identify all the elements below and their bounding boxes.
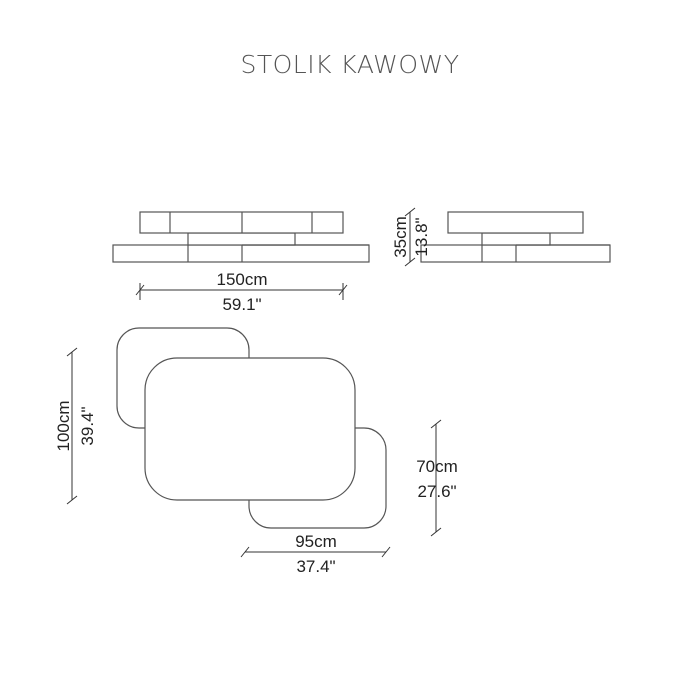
lower-width-in-label: 37.4" xyxy=(296,557,335,576)
height-in-label: 13.8" xyxy=(412,217,431,256)
front-view xyxy=(112,211,370,263)
page-title: STOLIK KAWOWY xyxy=(240,50,460,79)
depth-in-label: 39.4" xyxy=(78,406,97,445)
dimension-lines xyxy=(66,207,442,558)
depth-cm-label: 100cm xyxy=(54,400,73,451)
side-view xyxy=(420,211,611,263)
lower-depth-in-label: 27.6" xyxy=(417,482,456,501)
length-cm-label: 150cm xyxy=(216,270,267,289)
top-view xyxy=(116,327,387,529)
lower-width-cm-label: 95cm xyxy=(295,532,337,551)
lower-depth-cm-label: 70cm xyxy=(416,457,458,476)
height-cm-label: 35cm xyxy=(391,216,410,258)
length-in-label: 59.1" xyxy=(222,295,261,314)
